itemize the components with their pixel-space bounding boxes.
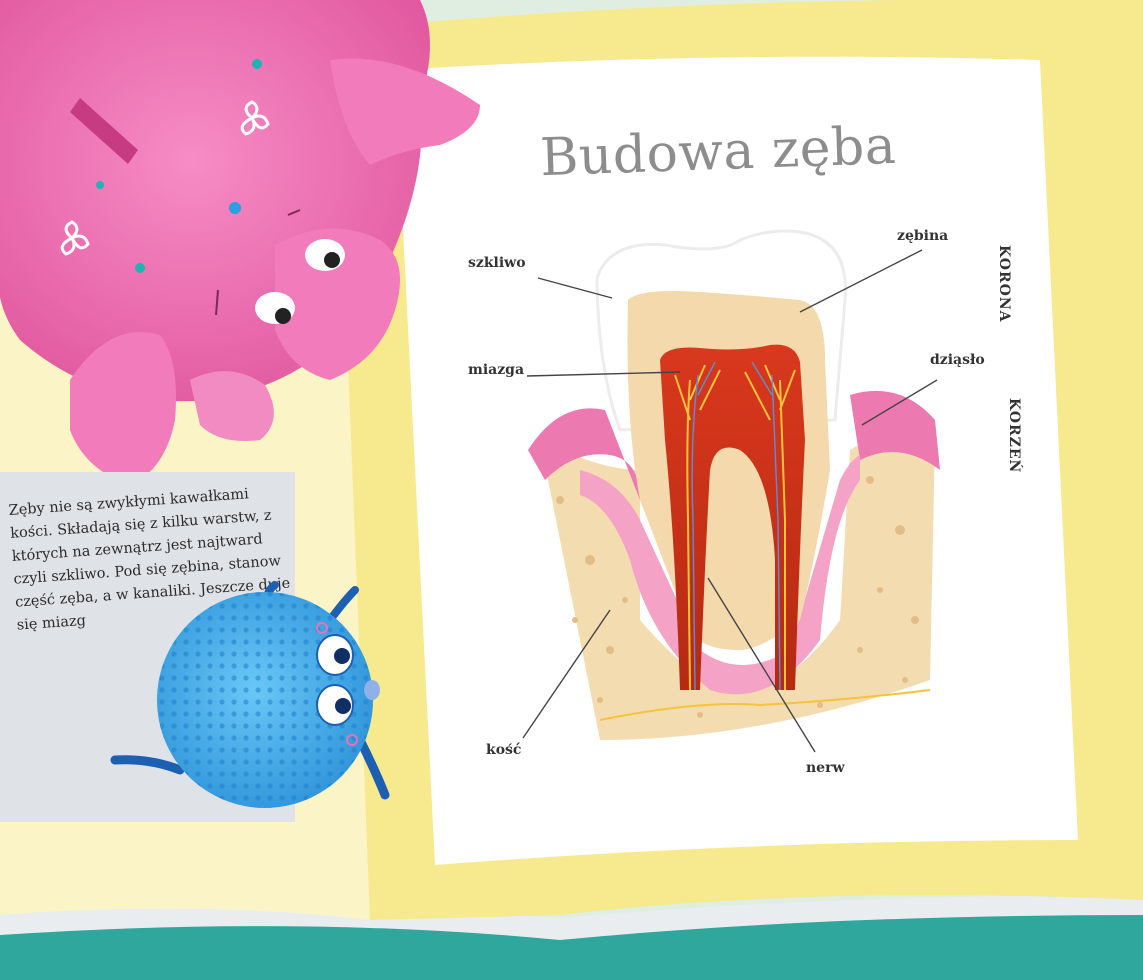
label-dentin: zębina bbox=[897, 228, 948, 244]
label-root: KORZEŃ bbox=[1006, 398, 1022, 473]
label-pulp: miazga bbox=[468, 362, 524, 378]
label-crown: KORONA bbox=[996, 245, 1012, 322]
label-enamel: szkliwo bbox=[468, 255, 526, 271]
diagram-title: Budowa zęba bbox=[539, 116, 901, 189]
label-nerve: nerw bbox=[806, 760, 845, 776]
label-gum: dziąsło bbox=[930, 352, 985, 368]
ball-nose bbox=[364, 680, 380, 700]
ball-pupil bbox=[334, 648, 350, 664]
ball-arm bbox=[115, 760, 180, 770]
ball-character bbox=[115, 585, 385, 808]
ball-antenna bbox=[330, 590, 355, 620]
ball-arm bbox=[360, 740, 385, 795]
label-bone: kość bbox=[486, 742, 521, 758]
ball-pupil bbox=[335, 698, 351, 714]
